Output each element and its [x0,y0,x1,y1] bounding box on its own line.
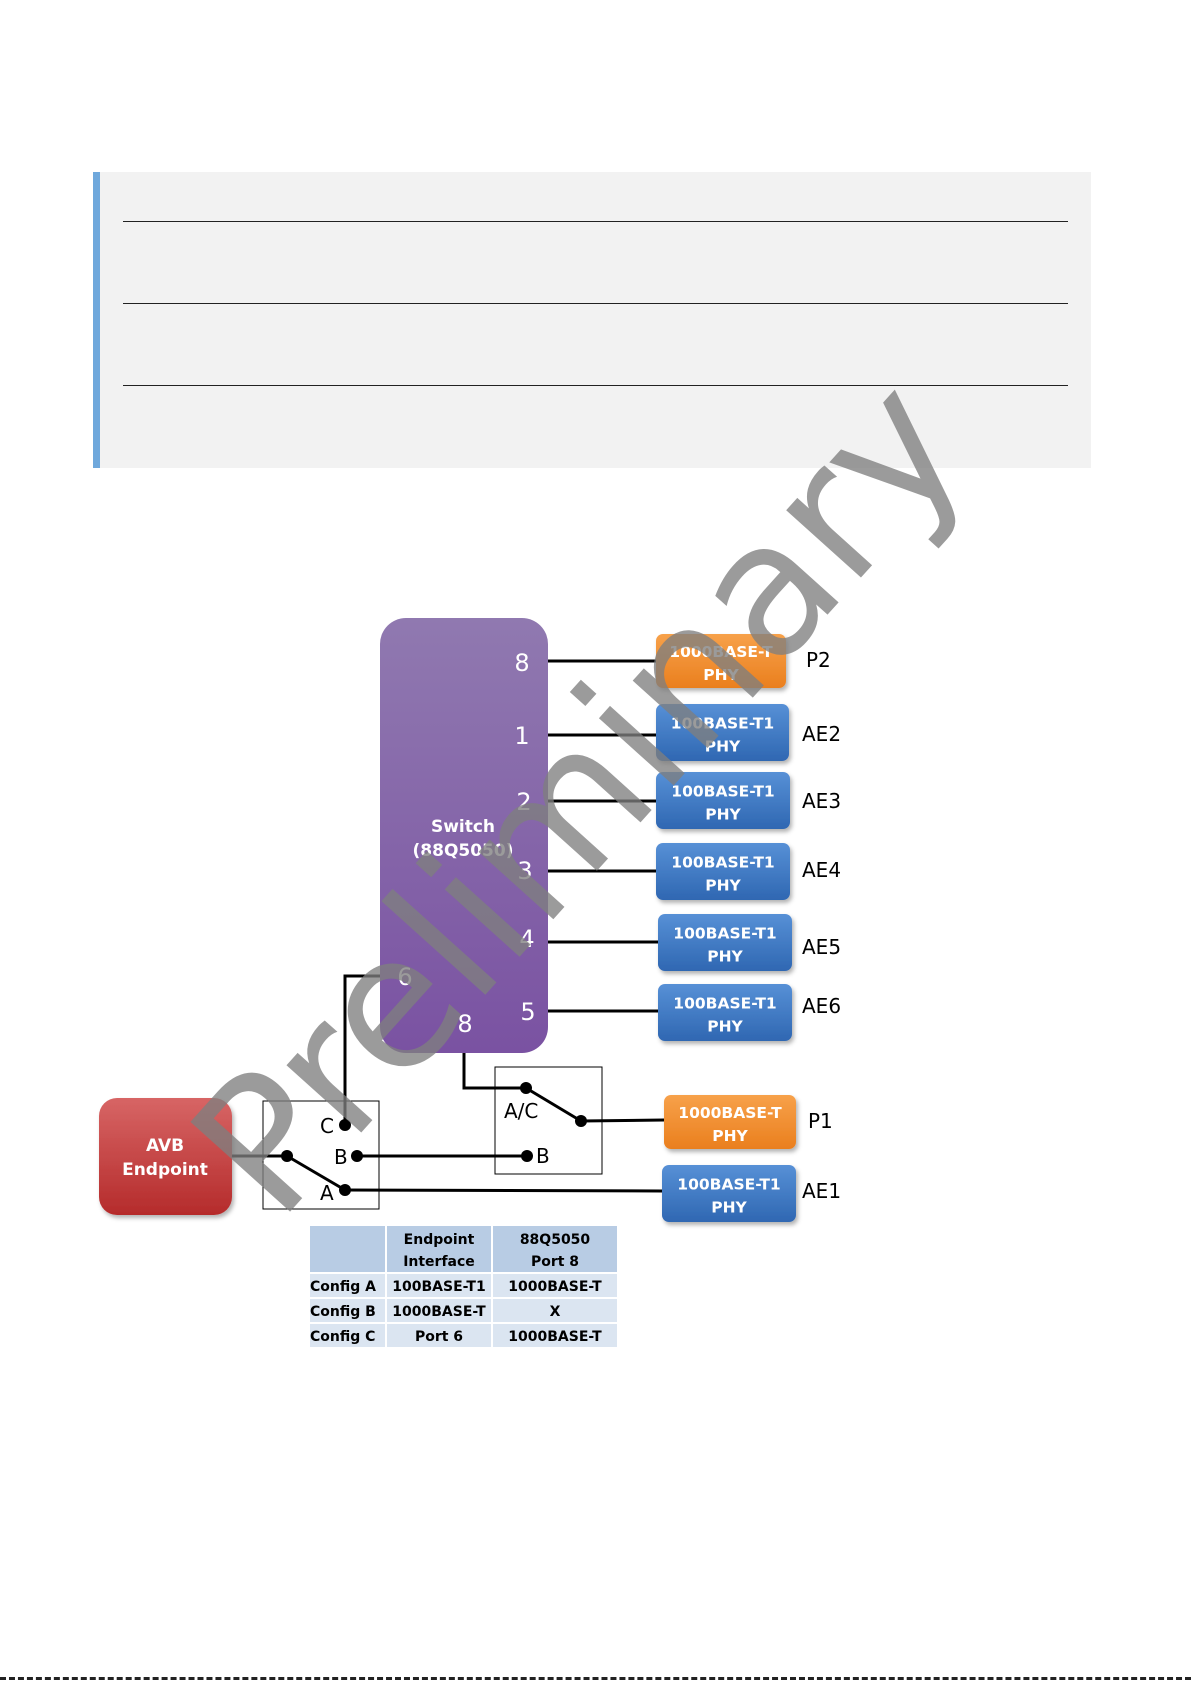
port-8-top: 8 [514,649,529,677]
left-selector-c: C [320,1114,334,1138]
table-cell-text: 1000BASE-T [508,1279,602,1295]
table-cell-text: Port 6 [415,1329,463,1345]
phy-blocks: 1000BASE-TPHYP2100BASE-T1PHYAE2100BASE-T… [656,634,841,1222]
table-row-label: Config C [310,1329,375,1345]
left-selector-b: B [334,1145,348,1169]
table-header-text: Port 8 [531,1254,579,1270]
phy-box [658,984,792,1041]
switch-ports: 8 1 2 3 4 5 6 8 [397,649,535,1038]
port-4: 4 [519,925,534,953]
table-header-cell [387,1226,491,1272]
table-cell [387,1299,491,1322]
table-cell [310,1274,385,1297]
table-header-cell [493,1226,617,1272]
selector-contacts [281,1082,587,1196]
phy-box [656,704,789,761]
phy-line2: PHY [705,806,741,824]
phy-line1: 1000BASE-T [678,1104,782,1122]
endpoint-line2: Endpoint [122,1160,208,1180]
avb-endpoint-block [99,1098,232,1215]
left-selector-box [262,1100,380,1210]
note-box [93,172,1091,468]
phy-line1: 1000BASE-T [669,643,773,661]
endpoint-line1: AVB [146,1136,184,1156]
phy-line1: 100BASE-T1 [677,1176,780,1194]
phy-line2: PHY [703,666,739,684]
table-cell-text: X [550,1304,561,1320]
table-cell-text: 100BASE-T1 [392,1279,485,1295]
table-cell-text: 1000BASE-T [508,1329,602,1345]
port-2: 2 [516,788,531,816]
note-rule-1 [123,221,1068,222]
table-row-label: Config B [310,1304,376,1320]
table-cell [310,1299,385,1322]
phy-port-label: AE3 [802,789,841,813]
phy-line2: PHY [712,1127,748,1145]
phy-port-label: AE4 [802,858,841,882]
phy-box [656,843,790,900]
table-cell [493,1299,617,1322]
switch-part: (88Q5050) [413,841,514,861]
table-cell [387,1324,491,1347]
phy-line2: PHY [707,948,743,966]
right-selector-box [494,1066,603,1175]
phy-line1: 100BASE-T1 [671,854,774,872]
phy-port-label: P1 [808,1109,833,1133]
phy-line2: PHY [711,1199,747,1217]
port-1: 1 [514,722,529,750]
port-6: 6 [397,963,412,991]
phy-line1: 100BASE-T1 [671,783,774,801]
phy-box [656,634,786,688]
phy-port-label: AE5 [802,935,841,959]
switch-block [380,618,548,1053]
table-cell [493,1324,617,1347]
note-rule-2 [123,303,1068,304]
page-bottom-rule [0,1677,1191,1680]
phy-port-label: AE2 [802,722,841,746]
phy-line1: 100BASE-T1 [673,925,776,943]
table-cell [310,1324,385,1347]
switch-title: Switch [431,817,495,837]
phy-line1: 100BASE-T1 [673,995,776,1013]
phy-box [664,1095,796,1149]
phy-box [662,1165,796,1222]
phy-port-label: AE6 [802,994,841,1018]
table-header-cell [310,1226,385,1272]
right-selector-b: B [536,1144,550,1168]
phy-box [658,914,792,971]
wires [232,659,665,1193]
port-3: 3 [517,857,532,885]
phy-p2: 1000BASE-T PHY P2 [656,634,831,688]
phy-line2: PHY [707,1018,743,1036]
port-8-bottom: 8 [457,1010,472,1038]
table-header-text: Endpoint [404,1232,475,1248]
phy-line2: PHY [705,738,741,756]
note-rule-3 [123,385,1068,386]
phy-line2: PHY [705,877,741,895]
port-5: 5 [520,998,535,1026]
table-header-text: 88Q5050 [520,1232,591,1248]
table-cell [387,1274,491,1297]
left-selector-a: A [320,1181,334,1205]
phy-p1: 1000BASE-T PHY P1 [664,1095,833,1149]
phy-line1: 100BASE-T1 [671,715,774,733]
phy-box [656,772,790,829]
table-header-text: Interface [403,1254,475,1270]
selector-labels: C B A A/C B [320,1099,550,1205]
phy-port-label: AE1 [802,1179,841,1203]
table-cell-text: 1000BASE-T [392,1304,486,1320]
right-selector-ac: A/C [504,1099,538,1123]
table-cell [493,1274,617,1297]
table-row-label: Config A [310,1279,376,1295]
phy-port-label: P2 [806,648,831,672]
